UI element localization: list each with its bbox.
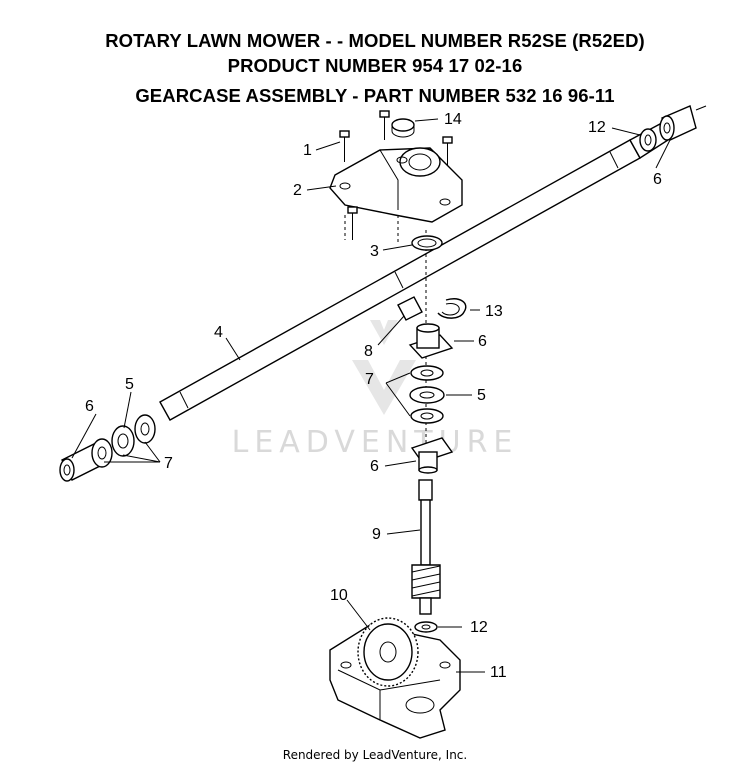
footer-credit: Rendered by LeadVenture, Inc.	[282, 748, 468, 762]
part-13-retaining-ring[interactable]	[437, 298, 467, 319]
part-7-left-washer-inner[interactable]	[134, 414, 156, 444]
part-7-center-washer-upper[interactable]	[410, 365, 444, 381]
part-10-gear[interactable]	[357, 617, 419, 687]
callout-2: 2	[293, 182, 302, 199]
diagram-title-model: ROTARY LAWN MOWER - - MODEL NUMBER R52SE…	[105, 30, 645, 51]
callout-5-center: 5	[477, 387, 486, 404]
callout-7-center: 7	[365, 371, 374, 388]
callout-6-upper: 6	[478, 333, 487, 350]
callout-5-left: 5	[125, 376, 134, 393]
callout-1: 1	[303, 142, 312, 159]
part-5-left-washer[interactable]	[111, 425, 135, 457]
callout-14: 14	[444, 111, 462, 128]
callout-7-left: 7	[164, 455, 173, 472]
part-7-left-washer-outer[interactable]	[91, 438, 113, 468]
callout-12-lower: 12	[470, 619, 488, 636]
callout-6-right: 6	[653, 171, 662, 188]
part-8-key[interactable]	[397, 296, 423, 321]
leadventure-watermark: LEADVENTURE	[232, 320, 519, 460]
part-6-upper-bearing[interactable]	[408, 323, 454, 359]
diagram-title-assembly: GEARCASE ASSEMBLY - PART NUMBER 532 16 9…	[135, 85, 615, 106]
part-6-lower-bearing[interactable]	[410, 437, 454, 474]
callout-4: 4	[214, 324, 223, 341]
part-6-right-bearing[interactable]	[659, 105, 707, 141]
callout-12-right: 12	[588, 119, 606, 136]
callout-6-lower: 6	[370, 458, 379, 475]
part-5-center-washer[interactable]	[409, 386, 445, 404]
part-9-worm-shaft[interactable]	[411, 479, 441, 615]
callout-8: 8	[364, 343, 373, 360]
part-12-right-washer[interactable]	[639, 128, 657, 152]
callout-10: 10	[330, 587, 348, 604]
part-1-bolt-c[interactable]	[442, 136, 453, 165]
part-7-center-washer-lower[interactable]	[410, 408, 444, 424]
callout-13: 13	[485, 303, 503, 320]
part-14-plug[interactable]	[391, 118, 415, 138]
part-1-bolt-b[interactable]	[379, 110, 390, 140]
part-1-bolt-a[interactable]	[339, 130, 350, 162]
part-2-gearcase-cover[interactable]	[329, 147, 463, 223]
callout-9: 9	[372, 526, 381, 543]
callout-6-left: 6	[85, 398, 94, 415]
callout-3: 3	[370, 243, 379, 260]
watermark-text: LEADVENTURE	[232, 425, 519, 460]
callout-11: 11	[490, 664, 507, 681]
part-3-seal[interactable]	[411, 235, 443, 251]
part-12-lower-washer[interactable]	[414, 621, 438, 633]
part-1-bolt-d[interactable]	[347, 206, 358, 240]
diagram-title-product: PRODUCT NUMBER 954 17 02-16	[227, 55, 523, 76]
